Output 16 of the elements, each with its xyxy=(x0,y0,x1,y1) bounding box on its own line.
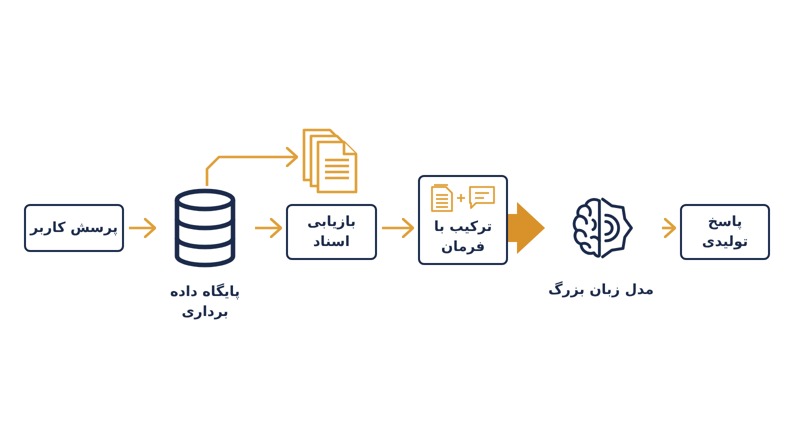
arrow xyxy=(129,218,156,238)
icon-caption: مدل زبان بزرگ xyxy=(547,280,655,300)
block-arrow xyxy=(508,202,545,254)
box-label: بازیابی اسناد xyxy=(306,212,357,252)
box-label: ترکیب با فرمان xyxy=(432,218,494,257)
arrow xyxy=(255,218,282,238)
process-box xyxy=(24,204,124,252)
box-label: پاسخ تولیدی xyxy=(701,212,749,252)
box-label: پرسش کاربر xyxy=(30,218,118,238)
icon-caption: پایگاه داده برداری xyxy=(169,282,241,322)
process-box xyxy=(418,175,508,265)
arrow xyxy=(206,146,298,186)
process-box xyxy=(680,204,770,260)
arrow xyxy=(382,218,414,238)
process-box xyxy=(286,204,377,260)
arrow xyxy=(662,218,676,238)
